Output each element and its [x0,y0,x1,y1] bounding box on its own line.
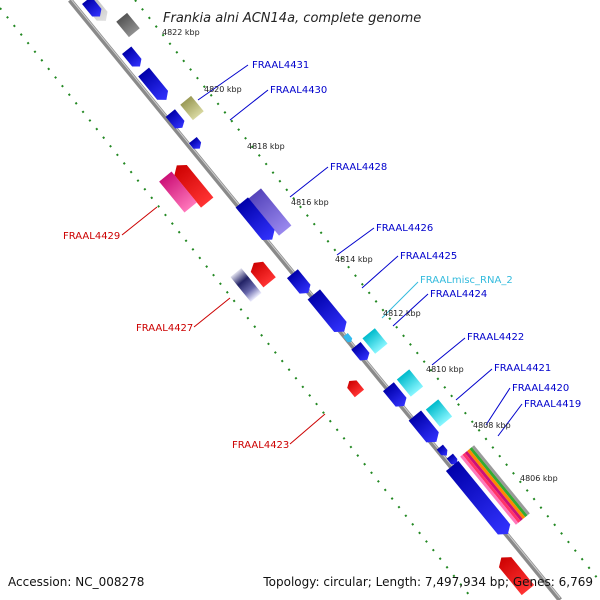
feature-cyan-misc-rna [362,328,388,354]
feature-multicolor [460,445,530,525]
gene-label-misc-rna[interactable]: FRAALmisc_RNA_2 [420,275,513,286]
connector-4427 [193,297,231,328]
accession-text: Accession: NC_008278 [8,575,144,589]
gene-label-forward[interactable]: FRAAL4421 [494,363,551,374]
feature-blue-4430 [138,67,169,100]
gene-label-reverse[interactable]: FRAAL4423 [232,440,289,451]
feature-blue-4424 [351,342,370,361]
connector-4430 [229,89,269,121]
feature-blue-4425 [307,289,347,332]
gene-label-forward[interactable]: FRAAL4424 [430,289,487,300]
gene-label-forward[interactable]: FRAAL4426 [376,223,433,234]
feature-blue-4428 [235,197,275,240]
connector-4424 [392,293,429,327]
tick-label: 4806 kbp [520,474,558,483]
feature-navy-4427 [230,268,262,302]
gene-label-reverse[interactable]: FRAAL4427 [136,323,193,334]
gene-label-forward[interactable]: FRAAL4430 [270,85,327,96]
feature-pink-4429 [159,171,197,213]
connector-4429 [121,206,158,236]
tick-label: 4816 kbp [291,198,329,207]
connector-4419 [497,403,523,437]
feature-cyan-4421 [425,399,453,427]
tick-label: 4810 kbp [426,365,464,374]
connector-4421 [455,368,493,401]
connector-4423 [289,413,326,445]
tick-label: 4820 kbp [204,85,242,94]
tick-label: 4818 kbp [247,142,285,151]
left-dotted-scale-line [0,7,471,597]
tick-label: 4814 kbp [335,255,373,264]
feature-red-bottom [498,557,535,596]
gene-label-forward[interactable]: FRAAL4419 [524,399,581,410]
feature-blue-4420 [436,444,448,456]
gene-label-forward[interactable]: FRAAL4422 [467,332,524,343]
reverse-features [159,165,535,596]
feature-olive [180,95,204,121]
feature-blue-4431 [122,46,142,67]
feature-labels: FRAAL4431 FRAAL4430 FRAAL4428 FRAAL4426 … [63,60,581,451]
feature-red-4423 [347,380,365,398]
feature-red-4429 [174,165,214,208]
tick-label: 4808 kbp [473,421,511,430]
gene-label-forward[interactable]: FRAAL4420 [512,383,569,394]
feature-blue-4426 [286,269,311,294]
connector-4428 [289,166,329,198]
gene-label-forward[interactable]: FRAAL4425 [400,251,457,262]
gene-label-forward[interactable]: FRAAL4431 [252,60,309,71]
feature-purple-4428 [248,188,292,236]
label-connectors [121,64,523,445]
gene-label-forward[interactable]: FRAAL4428 [330,162,387,173]
map-title: Frankia alni ACN14a, complete genome [163,11,421,26]
gene-label-reverse[interactable]: FRAAL4429 [63,231,120,242]
connector-4431 [197,64,249,101]
feature-blue-long [445,460,511,535]
feature-cyan-4422 [396,369,424,397]
forward-features [82,0,530,535]
connector-misc-rna [381,281,419,319]
topology-text: Topology: circular; Length: 7,497,934 bp… [262,575,593,589]
feature-blue-small1 [165,109,185,129]
connector-4425 [361,255,399,289]
feature-cyan-tiny [343,333,353,343]
connector-4426 [336,227,375,256]
connector-4422 [431,337,466,366]
feature-blue-top [82,0,102,17]
tick-label: 4812 kbp [383,309,421,318]
connector-4420 [485,387,511,426]
scale-tick-labels: 4822 kbp 4820 kbp 4818 kbp 4816 kbp 4814… [162,28,558,483]
feature-grey-dark [116,12,140,38]
feature-blue-4419-small [446,453,458,465]
feature-blue-4421 [408,410,439,443]
feature-red-4427 [250,261,276,288]
tick-label: 4822 kbp [162,28,200,37]
feature-blue-tiny [188,136,202,149]
right-dotted-scale-line [134,0,599,580]
feature-blue-4422 [382,382,407,407]
